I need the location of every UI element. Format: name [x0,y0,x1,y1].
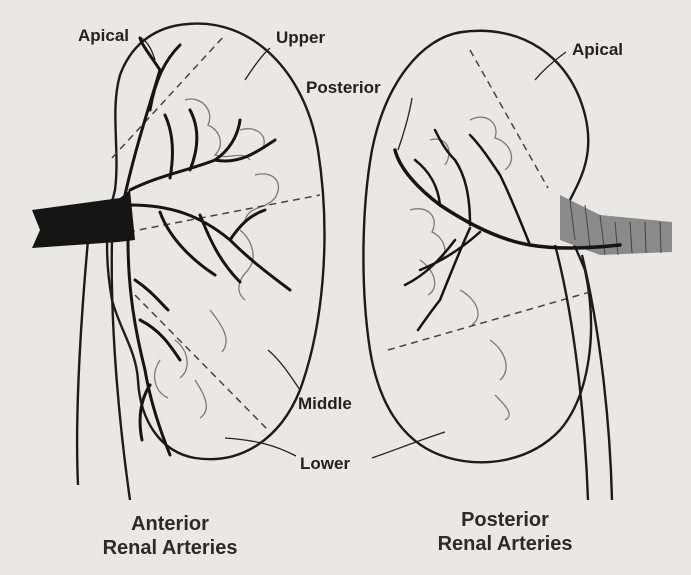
anterior-branch-upper [130,110,275,190]
posterior-branch-lower [405,228,480,330]
leader-upper [245,48,270,80]
label-posterior: Posterior [306,78,381,98]
anterior-ureter-inner [112,240,130,500]
label-lower: Lower [300,454,350,474]
anterior-kidney [32,24,324,500]
posterior-segment-lower-line [388,292,590,350]
anterior-branch-lower [128,240,180,455]
leader-middle [268,350,300,390]
anterior-segment-upper-line [128,195,320,232]
anterior-branch-middle [130,205,290,290]
caption-posterior-line1: Posterior [405,508,605,532]
posterior-segment-apical-line [470,50,548,188]
anterior-segment-apical-line [112,35,225,158]
posterior-branch-upper [415,130,530,245]
label-apical-right: Apical [572,40,623,60]
caption-posterior-line2: Renal Arteries [405,532,605,556]
caption-anterior-line2: Renal Arteries [70,536,270,560]
caption-anterior-line1: Anterior [70,512,270,536]
posterior-kidney [363,31,672,500]
anterior-ureter [77,240,88,485]
caption-anterior: Anterior Renal Arteries [70,512,270,560]
posterior-ureter-inner [555,245,588,500]
label-apical-left: Apical [78,26,129,46]
leader-posterior [398,98,412,150]
caption-posterior: Posterior Renal Arteries [405,508,605,556]
label-middle: Middle [298,394,352,414]
label-upper: Upper [276,28,325,48]
anterior-main-renal-artery [32,190,135,248]
anterior-kidney-outline [107,24,324,460]
leader-lower-left [225,438,296,456]
